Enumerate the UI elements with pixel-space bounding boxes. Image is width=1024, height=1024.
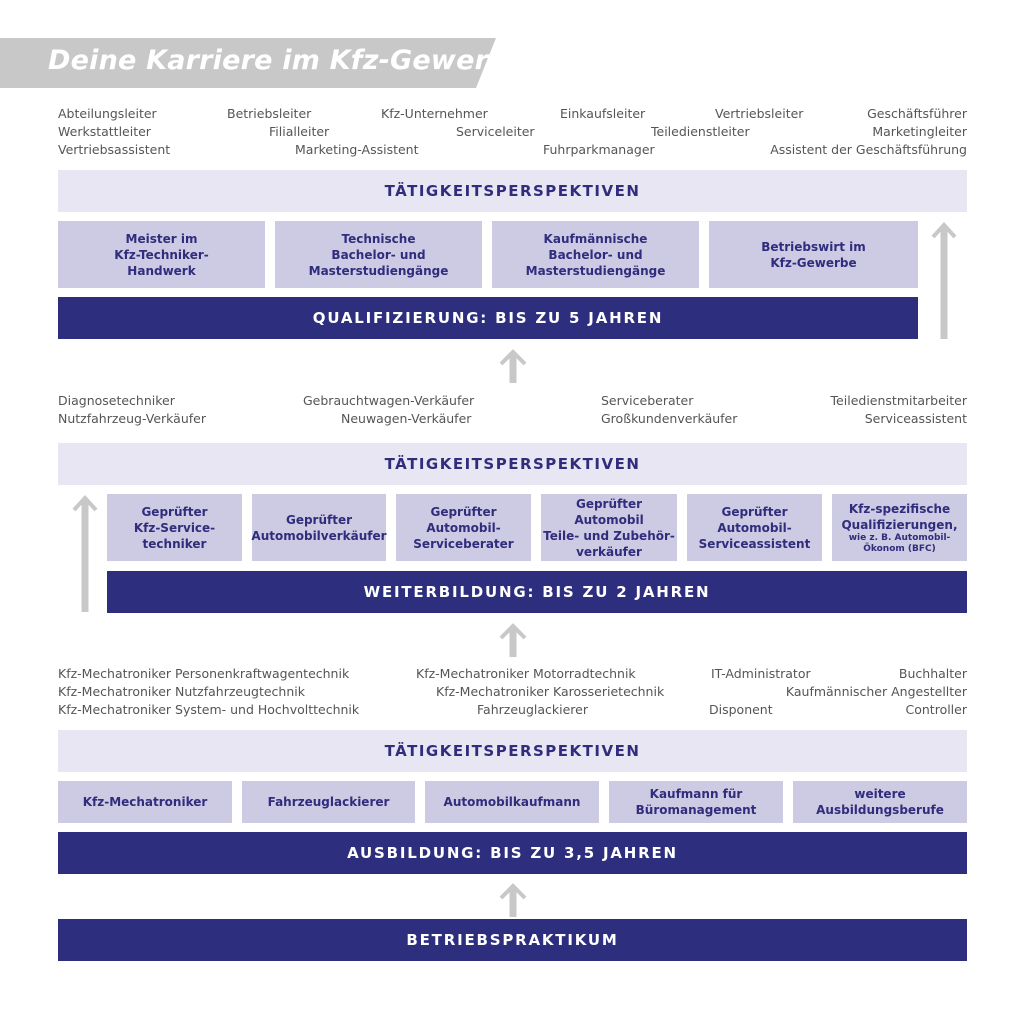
page-title: Deine Karriere im Kfz-Gewerbe bbox=[48, 45, 527, 76]
box-line: verkäufer bbox=[576, 544, 642, 559]
box-line: Bachelor- und bbox=[548, 247, 643, 262]
job-text: Werkstattleiter bbox=[58, 124, 151, 139]
job-text: Betriebsleiter bbox=[227, 106, 312, 121]
box-line: Geprüfter bbox=[285, 512, 353, 527]
arrow-up-icon bbox=[499, 349, 527, 383]
box-line: Automobil- bbox=[426, 520, 501, 535]
job-text: Kfz-Mechatroniker System- und Hochvoltte… bbox=[58, 702, 360, 717]
box-line: Geprüfter Automobil bbox=[574, 496, 644, 527]
job-text: Nutzfahrzeug-Verkäufer bbox=[58, 411, 206, 426]
job-text: Teiledienstleiter bbox=[651, 124, 750, 139]
job-text: Teiledienstmitarbeiter bbox=[830, 393, 967, 408]
box-line: Kfz-Techniker- bbox=[114, 247, 209, 262]
job-text: IT-Administrator bbox=[711, 666, 811, 681]
arrow-up-icon bbox=[499, 883, 527, 917]
box-line: Teile- und Zubehör- bbox=[543, 528, 675, 543]
apprenticeship-box: Fahrzeuglackierer bbox=[242, 781, 415, 823]
job-text: Kfz-Mechatroniker Nutzfahrzeugtechnik bbox=[58, 684, 305, 699]
job-text: Einkaufsleiter bbox=[560, 106, 646, 121]
box-line: Meister im bbox=[125, 231, 198, 246]
job-text: Buchhalter bbox=[898, 666, 967, 681]
box-line: Geprüfter bbox=[721, 504, 788, 519]
box-line: Automobilverkäufer bbox=[251, 528, 387, 543]
box-line: Kfz-Service- bbox=[133, 520, 216, 535]
box-line: Kfz-Gewerbe bbox=[770, 255, 857, 270]
apprenticeship-box: Kfz-Mechatroniker bbox=[58, 781, 232, 823]
job-text: Kfz-Mechatroniker Karosserietechnik bbox=[436, 684, 665, 699]
box-line: weitere bbox=[854, 787, 906, 801]
box-line: Fahrzeuglackierer bbox=[267, 795, 390, 809]
box-line: Technische bbox=[341, 231, 416, 246]
job-text: Neuwagen-Verkäufer bbox=[341, 411, 472, 426]
box-line: Serviceassistent bbox=[698, 536, 811, 551]
box-line: Automobil- bbox=[717, 520, 792, 535]
job-text: Serviceleiter bbox=[456, 124, 535, 139]
title-banner bbox=[0, 38, 496, 88]
box-line: Ausbildungsberufe bbox=[816, 803, 944, 817]
box-line: Kfz-Mechatroniker bbox=[82, 795, 208, 809]
box-line: Geprüfter bbox=[430, 504, 497, 519]
apprenticeship-box: Automobilkaufmann bbox=[425, 781, 599, 823]
job-text: Abteilungsleiter bbox=[58, 106, 157, 121]
arrow-up-icon bbox=[72, 495, 98, 612]
job-text: Großkundenverkäufer bbox=[601, 411, 738, 426]
box-line: techniker bbox=[142, 536, 207, 551]
box-line: Kaufmann für bbox=[649, 787, 743, 801]
box-line: Kaufmännische bbox=[543, 231, 648, 246]
apprenticeship-bar: AUSBILDUNG: BIS ZU 3,5 JAHREN bbox=[58, 832, 967, 874]
arrow-up-icon bbox=[931, 222, 957, 339]
box-line: Geprüfter bbox=[141, 504, 208, 519]
job-text: Serviceberater bbox=[601, 393, 694, 408]
job-text: Fuhrparkmanager bbox=[543, 142, 655, 157]
perspectives-band: TÄTIGKEITSPERSPEKTIVEN bbox=[58, 443, 967, 485]
job-text: Kfz-Mechatroniker Motorradtechnik bbox=[416, 666, 636, 681]
internship-bar: BETRIEBSPRAKTIKUM bbox=[58, 919, 967, 961]
job-text: Kaufmännischer Angestellter bbox=[785, 684, 967, 699]
perspectives-band: TÄTIGKEITSPERSPEKTIVEN bbox=[58, 730, 967, 772]
job-text: Kfz-Mechatroniker Personenkraftwagentech… bbox=[58, 666, 350, 681]
box-line: Kfz-spezifische bbox=[848, 501, 951, 516]
arrow-up-icon bbox=[499, 623, 527, 657]
box-line: Serviceberater bbox=[413, 536, 514, 551]
box-line: Betriebswirt im bbox=[761, 239, 866, 254]
job-text: Gebrauchtwagen-Verkäufer bbox=[303, 393, 475, 408]
job-text: Controller bbox=[905, 702, 968, 717]
box-line: Qualifizierungen, bbox=[841, 517, 958, 532]
job-text: Disponent bbox=[709, 702, 773, 717]
job-text: Vertriebsassistent bbox=[58, 142, 171, 157]
perspectives-band: TÄTIGKEITSPERSPEKTIVEN bbox=[58, 170, 967, 212]
job-text: Serviceassistent bbox=[864, 411, 967, 426]
job-text: Geschäftsführer bbox=[867, 106, 967, 121]
job-text: Filialleiter bbox=[269, 124, 330, 139]
job-text: Diagnosetechniker bbox=[58, 393, 175, 408]
box-line: Handwerk bbox=[127, 263, 196, 278]
box-note: Ökonom (BFC) bbox=[863, 543, 936, 554]
box-line: Masterstudiengänge bbox=[308, 263, 449, 278]
job-text: Vertriebsleiter bbox=[715, 106, 804, 121]
box-line: Büromanagement bbox=[635, 803, 757, 817]
job-text: Assistent der Geschäftsführung bbox=[770, 142, 967, 157]
job-text: Kfz-Unternehmer bbox=[381, 106, 488, 121]
box-line: Bachelor- und bbox=[331, 247, 426, 262]
box-note: wie z. B. Automobil- bbox=[848, 532, 951, 543]
box-line: Automobilkaufmann bbox=[443, 795, 581, 809]
qualification-bar: QUALIFIZIERUNG: BIS ZU 5 JAHREN bbox=[58, 297, 918, 339]
training-bar: WEITERBILDUNG: BIS ZU 2 JAHREN bbox=[107, 571, 967, 613]
job-text: Marketing-Assistent bbox=[295, 142, 419, 157]
job-text: Fahrzeuglackierer bbox=[477, 702, 588, 717]
job-text: Marketingleiter bbox=[872, 124, 967, 139]
box-line: Masterstudiengänge bbox=[525, 263, 666, 278]
